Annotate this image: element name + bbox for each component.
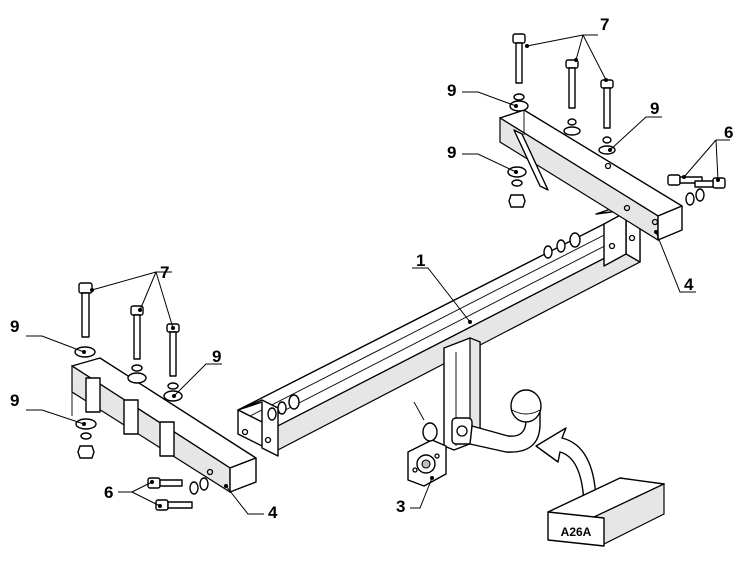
callout-washer-right-upper: 9 [447,81,456,100]
callout-washer-left-side: 9 [212,347,221,366]
callout-long-bolts-left: 7 [160,263,169,282]
short-bolts-left [147,477,209,511]
callout-washer-left-mid: 9 [10,391,19,410]
callout-bracket-right: 4 [684,275,694,294]
long-bolts-left [78,282,180,377]
crossbar-nuts-right [543,232,581,259]
callout-short-bolts-left: 6 [104,483,113,502]
callout-long-bolts-right: 7 [600,15,609,34]
callout-washer-right-mid: 9 [447,143,456,162]
callout-bracket-left: 4 [268,503,278,522]
ball-code-box: A26A [547,477,665,547]
callout-numbers: 7 9 9 9 6 4 1 7 9 9 9 6 4 3 [10,15,733,522]
long-bolts-right [512,33,614,129]
right-bracket [499,109,683,242]
callout-ball-mount: 3 [396,497,405,516]
ball-code-label: A26A [561,525,592,539]
callout-washer-right-side: 9 [650,99,659,118]
short-bolts-right [667,174,726,206]
left-bracket [71,357,257,494]
callout-crossbar: 1 [416,251,425,270]
insertion-arrow [535,427,597,505]
washers-left [74,346,183,459]
callout-washer-left-upper: 9 [10,317,19,336]
crossbar-nuts-left [267,394,300,421]
leader-lines [26,34,730,515]
tow-neck-assembly [407,337,542,487]
callout-short-bolts-right: 6 [724,123,733,142]
